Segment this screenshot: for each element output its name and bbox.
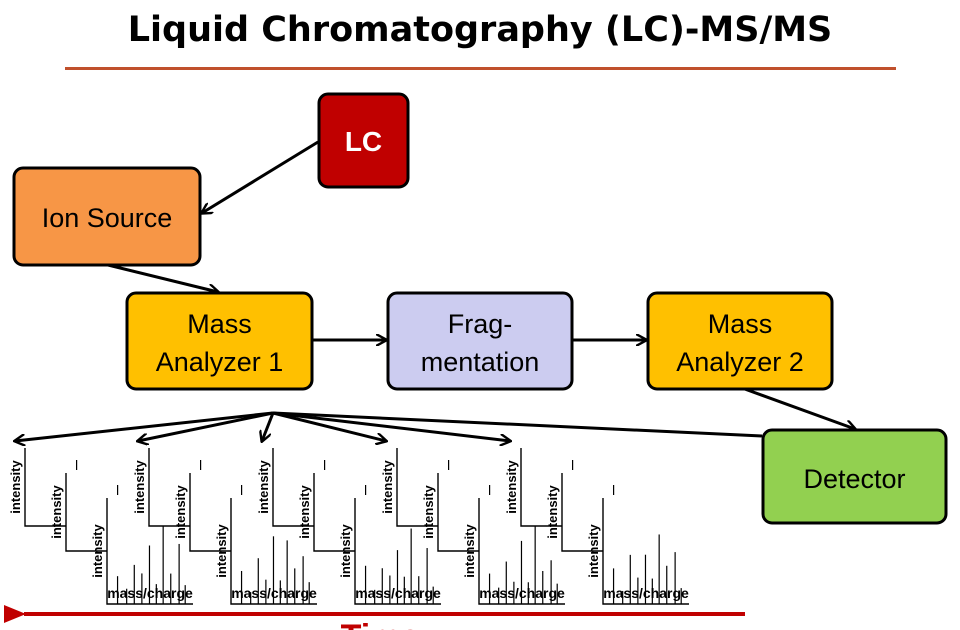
mass-analyzer-1-box — [125, 291, 314, 391]
fragmentation-box — [386, 291, 574, 391]
fan-arrow — [272, 411, 510, 441]
spectrum-ylabel: intensity — [421, 485, 436, 539]
node-mass-analyzer-1: Mass Analyzer 1 — [125, 291, 314, 391]
spectrum-ylabel: intensity — [256, 460, 271, 514]
mass-analyzer-1-label-line2: Analyzer 1 — [156, 347, 284, 377]
spectrum-ylabel: intensity — [132, 460, 147, 514]
fan-arrow — [272, 411, 386, 441]
arrow-analyzer-2-to-detector — [741, 386, 855, 429]
spectrum-xlabel: mass/charge — [107, 585, 193, 601]
spectrum-xlabel: mass/charge — [603, 585, 689, 601]
detector-label: Detector — [803, 464, 905, 494]
lc-box — [317, 92, 410, 189]
spectrum-ylabel: intensity — [545, 485, 560, 539]
node-lc: LC — [317, 92, 410, 189]
detector-feed-line — [272, 411, 763, 438]
spectrum-ylabel: intensity — [49, 485, 64, 539]
title-rule — [65, 67, 896, 70]
spectrum-xlabel: mass/charge — [479, 585, 565, 601]
spectrum-ylabel: intensity — [586, 524, 601, 578]
spectrum-xlabel: mass/charge — [231, 585, 317, 601]
ion-source-label: Ion Source — [42, 203, 173, 233]
spectrum-axes — [602, 498, 689, 605]
spectrum-axes — [106, 498, 193, 605]
flow-arrows — [107, 140, 855, 429]
fan-arrow — [262, 412, 275, 441]
fan-arrow — [15, 411, 274, 441]
arrow-ion-source-to-analyzer-1 — [107, 263, 218, 292]
spectrum-axes — [478, 498, 565, 605]
spectrum-ylabel: intensity — [338, 524, 353, 578]
node-mass-analyzer-2: Mass Analyzer 2 — [646, 291, 834, 391]
fragmentation-label-line1: Frag- — [448, 309, 513, 339]
fan-arrow — [138, 411, 274, 441]
lc-label: LC — [345, 126, 382, 157]
spectrum-ylabel: intensity — [8, 460, 23, 514]
spectrum-axes — [230, 498, 317, 605]
arrow-lc-to-ion-source — [202, 140, 319, 213]
diagram-title: Liquid Chromatography (LC)-MS/MS — [127, 10, 833, 50]
spectrum-ylabel: intensity — [214, 524, 229, 578]
spectrum-axes — [354, 498, 441, 605]
mass-analyzer-2-label-line2: Analyzer 2 — [676, 347, 804, 377]
node-fragmentation: Frag- mentation — [386, 291, 574, 391]
node-ion-source: Ion Source — [12, 166, 202, 267]
fragmentation-label-line2: mentation — [421, 347, 540, 377]
time-arrow: Time — [3, 605, 745, 630]
mass-analyzer-2-box — [646, 291, 834, 391]
spectrum-ylabel: intensity — [504, 460, 519, 514]
mass-analyzer-1-label-line1: Mass — [187, 309, 252, 339]
spectrum-xlabel: mass/charge — [355, 585, 441, 601]
spectrum-ylabel: intensity — [462, 524, 477, 578]
spectrum-ylabel: intensity — [90, 524, 105, 578]
spectrum-ylabel: intensity — [297, 485, 312, 539]
mass-analyzer-2-label-line1: Mass — [708, 309, 773, 339]
node-detector: Detector — [761, 428, 948, 525]
spectrum-ylabel: intensity — [173, 485, 188, 539]
detector-box — [761, 428, 948, 525]
ion-source-box — [12, 166, 202, 267]
fan-arrows — [15, 411, 763, 441]
time-arrow-label: Time — [341, 618, 420, 630]
spectrum-ylabel: intensity — [380, 460, 395, 514]
